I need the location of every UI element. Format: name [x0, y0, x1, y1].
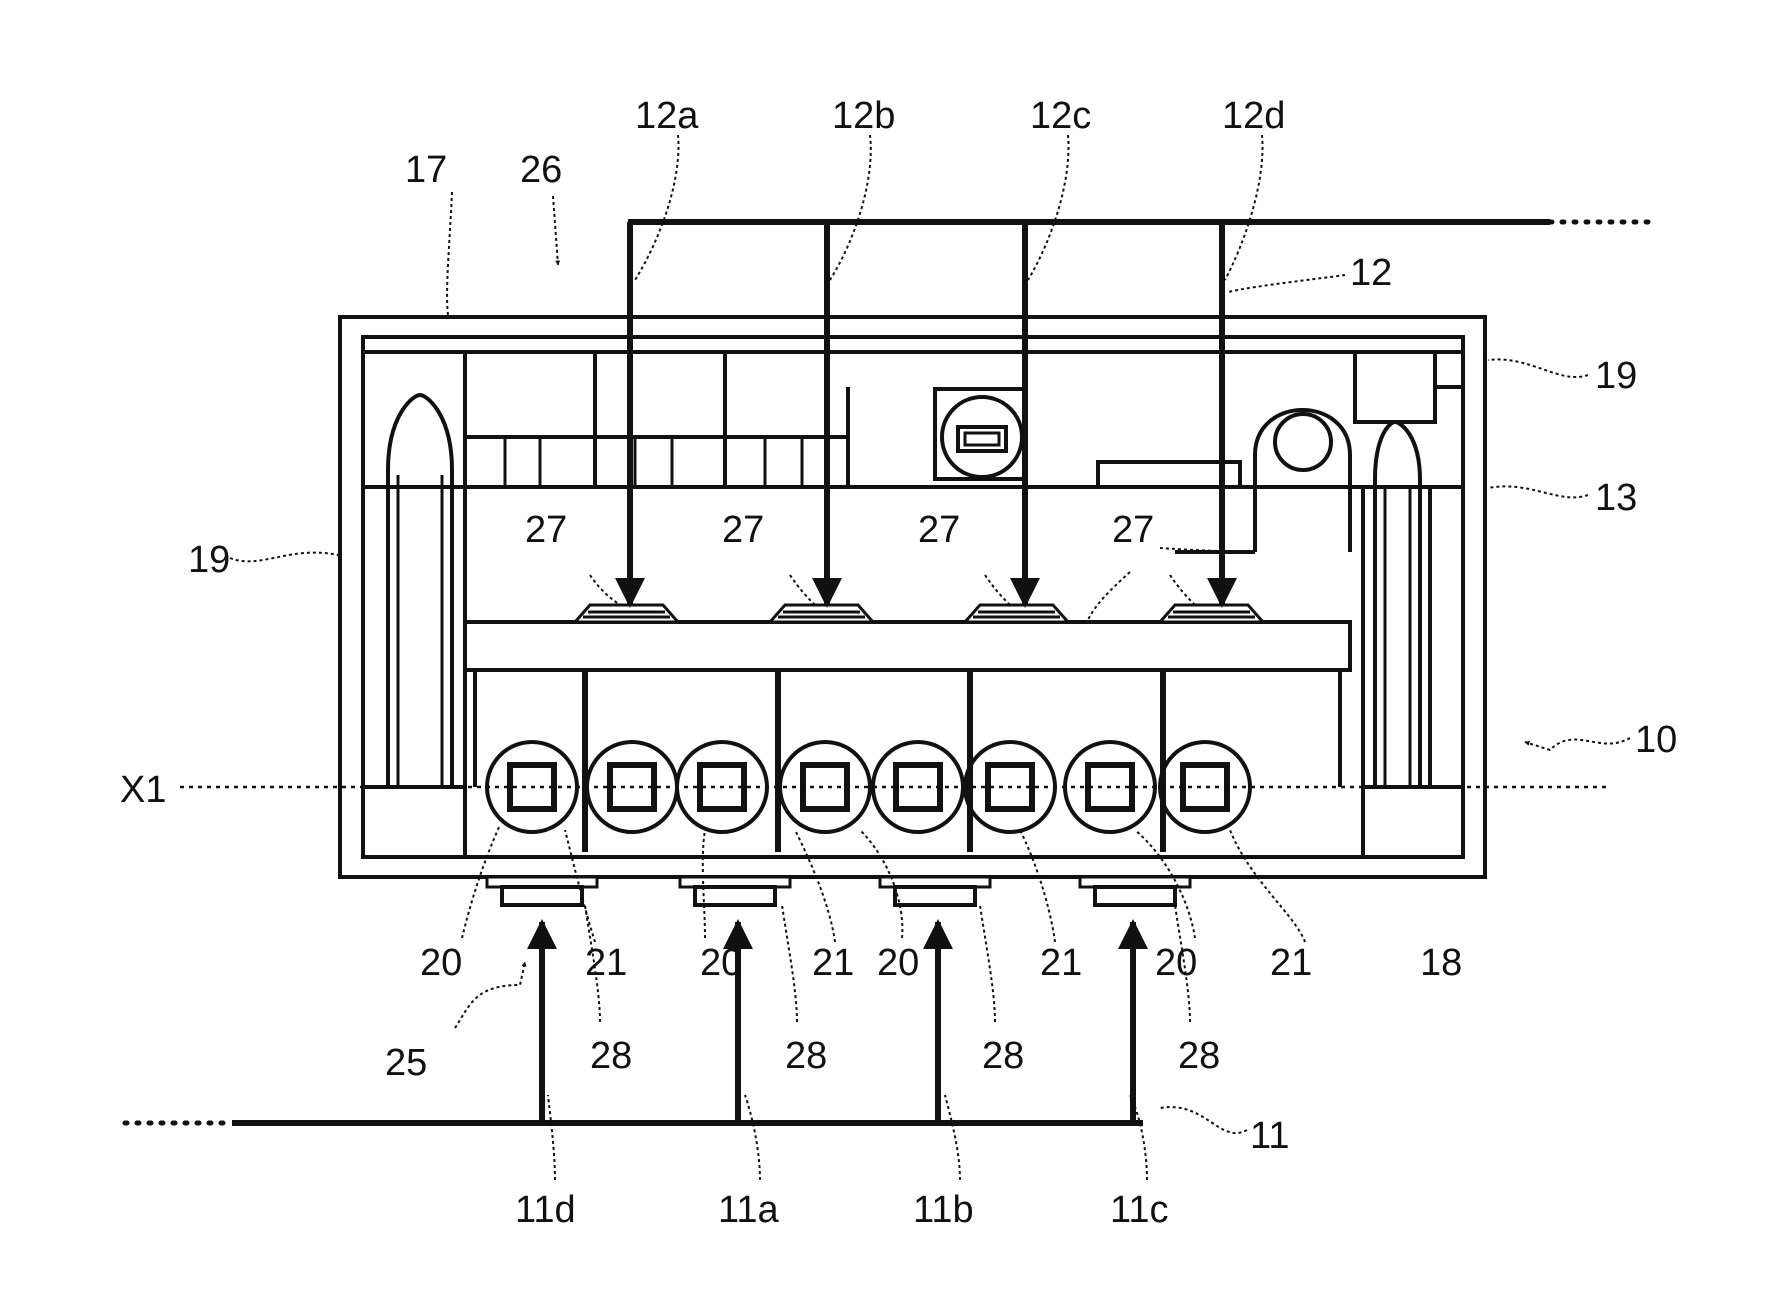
label-27-1: 27 [525, 509, 567, 551]
label-10: 10 [1635, 719, 1677, 761]
label-17: 17 [405, 149, 447, 191]
label-21-3: 21 [1040, 942, 1082, 984]
label-11b: 11b [913, 1189, 974, 1231]
label-28-1: 28 [590, 1035, 632, 1077]
label-13: 13 [1595, 477, 1637, 519]
label-28-4: 28 [1178, 1035, 1220, 1077]
label-12: 12 [1350, 252, 1392, 294]
upper-compartments [465, 352, 1463, 552]
label-28-2: 28 [785, 1035, 827, 1077]
label-20-3: 20 [877, 942, 919, 984]
label-27-2: 27 [722, 509, 764, 551]
label-20-4: 20 [1155, 942, 1197, 984]
label-11d: 11d [515, 1189, 576, 1231]
label-12c: 12c [1030, 95, 1091, 137]
label-21-1: 21 [585, 942, 627, 984]
label-26: 26 [520, 149, 562, 191]
reference-labels: 17 26 12a 12b 12c 12d 12 19 13 19 27 27 … [120, 95, 1677, 1231]
label-19-left: 19 [188, 539, 230, 581]
bracket-hole [1275, 414, 1331, 470]
label-21-2: 21 [812, 942, 854, 984]
label-21-4: 21 [1270, 942, 1312, 984]
label-27-3: 27 [918, 509, 960, 551]
label-28-3: 28 [982, 1035, 1024, 1077]
label-12b: 12b [832, 95, 895, 137]
label-18: 18 [1420, 942, 1462, 984]
label-20-2: 20 [700, 942, 742, 984]
label-11: 11 [1250, 1115, 1289, 1157]
label-27-4: 27 [1112, 509, 1154, 551]
bracket [1255, 410, 1350, 552]
label-x1: X1 [120, 769, 166, 811]
top-pads [575, 605, 1263, 622]
label-11a: 11a [718, 1189, 779, 1231]
label-19-right: 19 [1595, 355, 1637, 397]
connector-block [1355, 352, 1435, 422]
label-12d: 12d [1222, 95, 1285, 137]
label-12a: 12a [635, 95, 699, 137]
board-plate [465, 622, 1350, 670]
label-20-1: 20 [420, 942, 462, 984]
relay-block [1098, 462, 1240, 487]
input-bus-11 [125, 922, 1143, 1123]
bottom-pads [487, 877, 1190, 905]
label-25: 25 [385, 1042, 427, 1084]
label-11c: 11c [1110, 1189, 1168, 1231]
fuse-circle [942, 397, 1022, 477]
